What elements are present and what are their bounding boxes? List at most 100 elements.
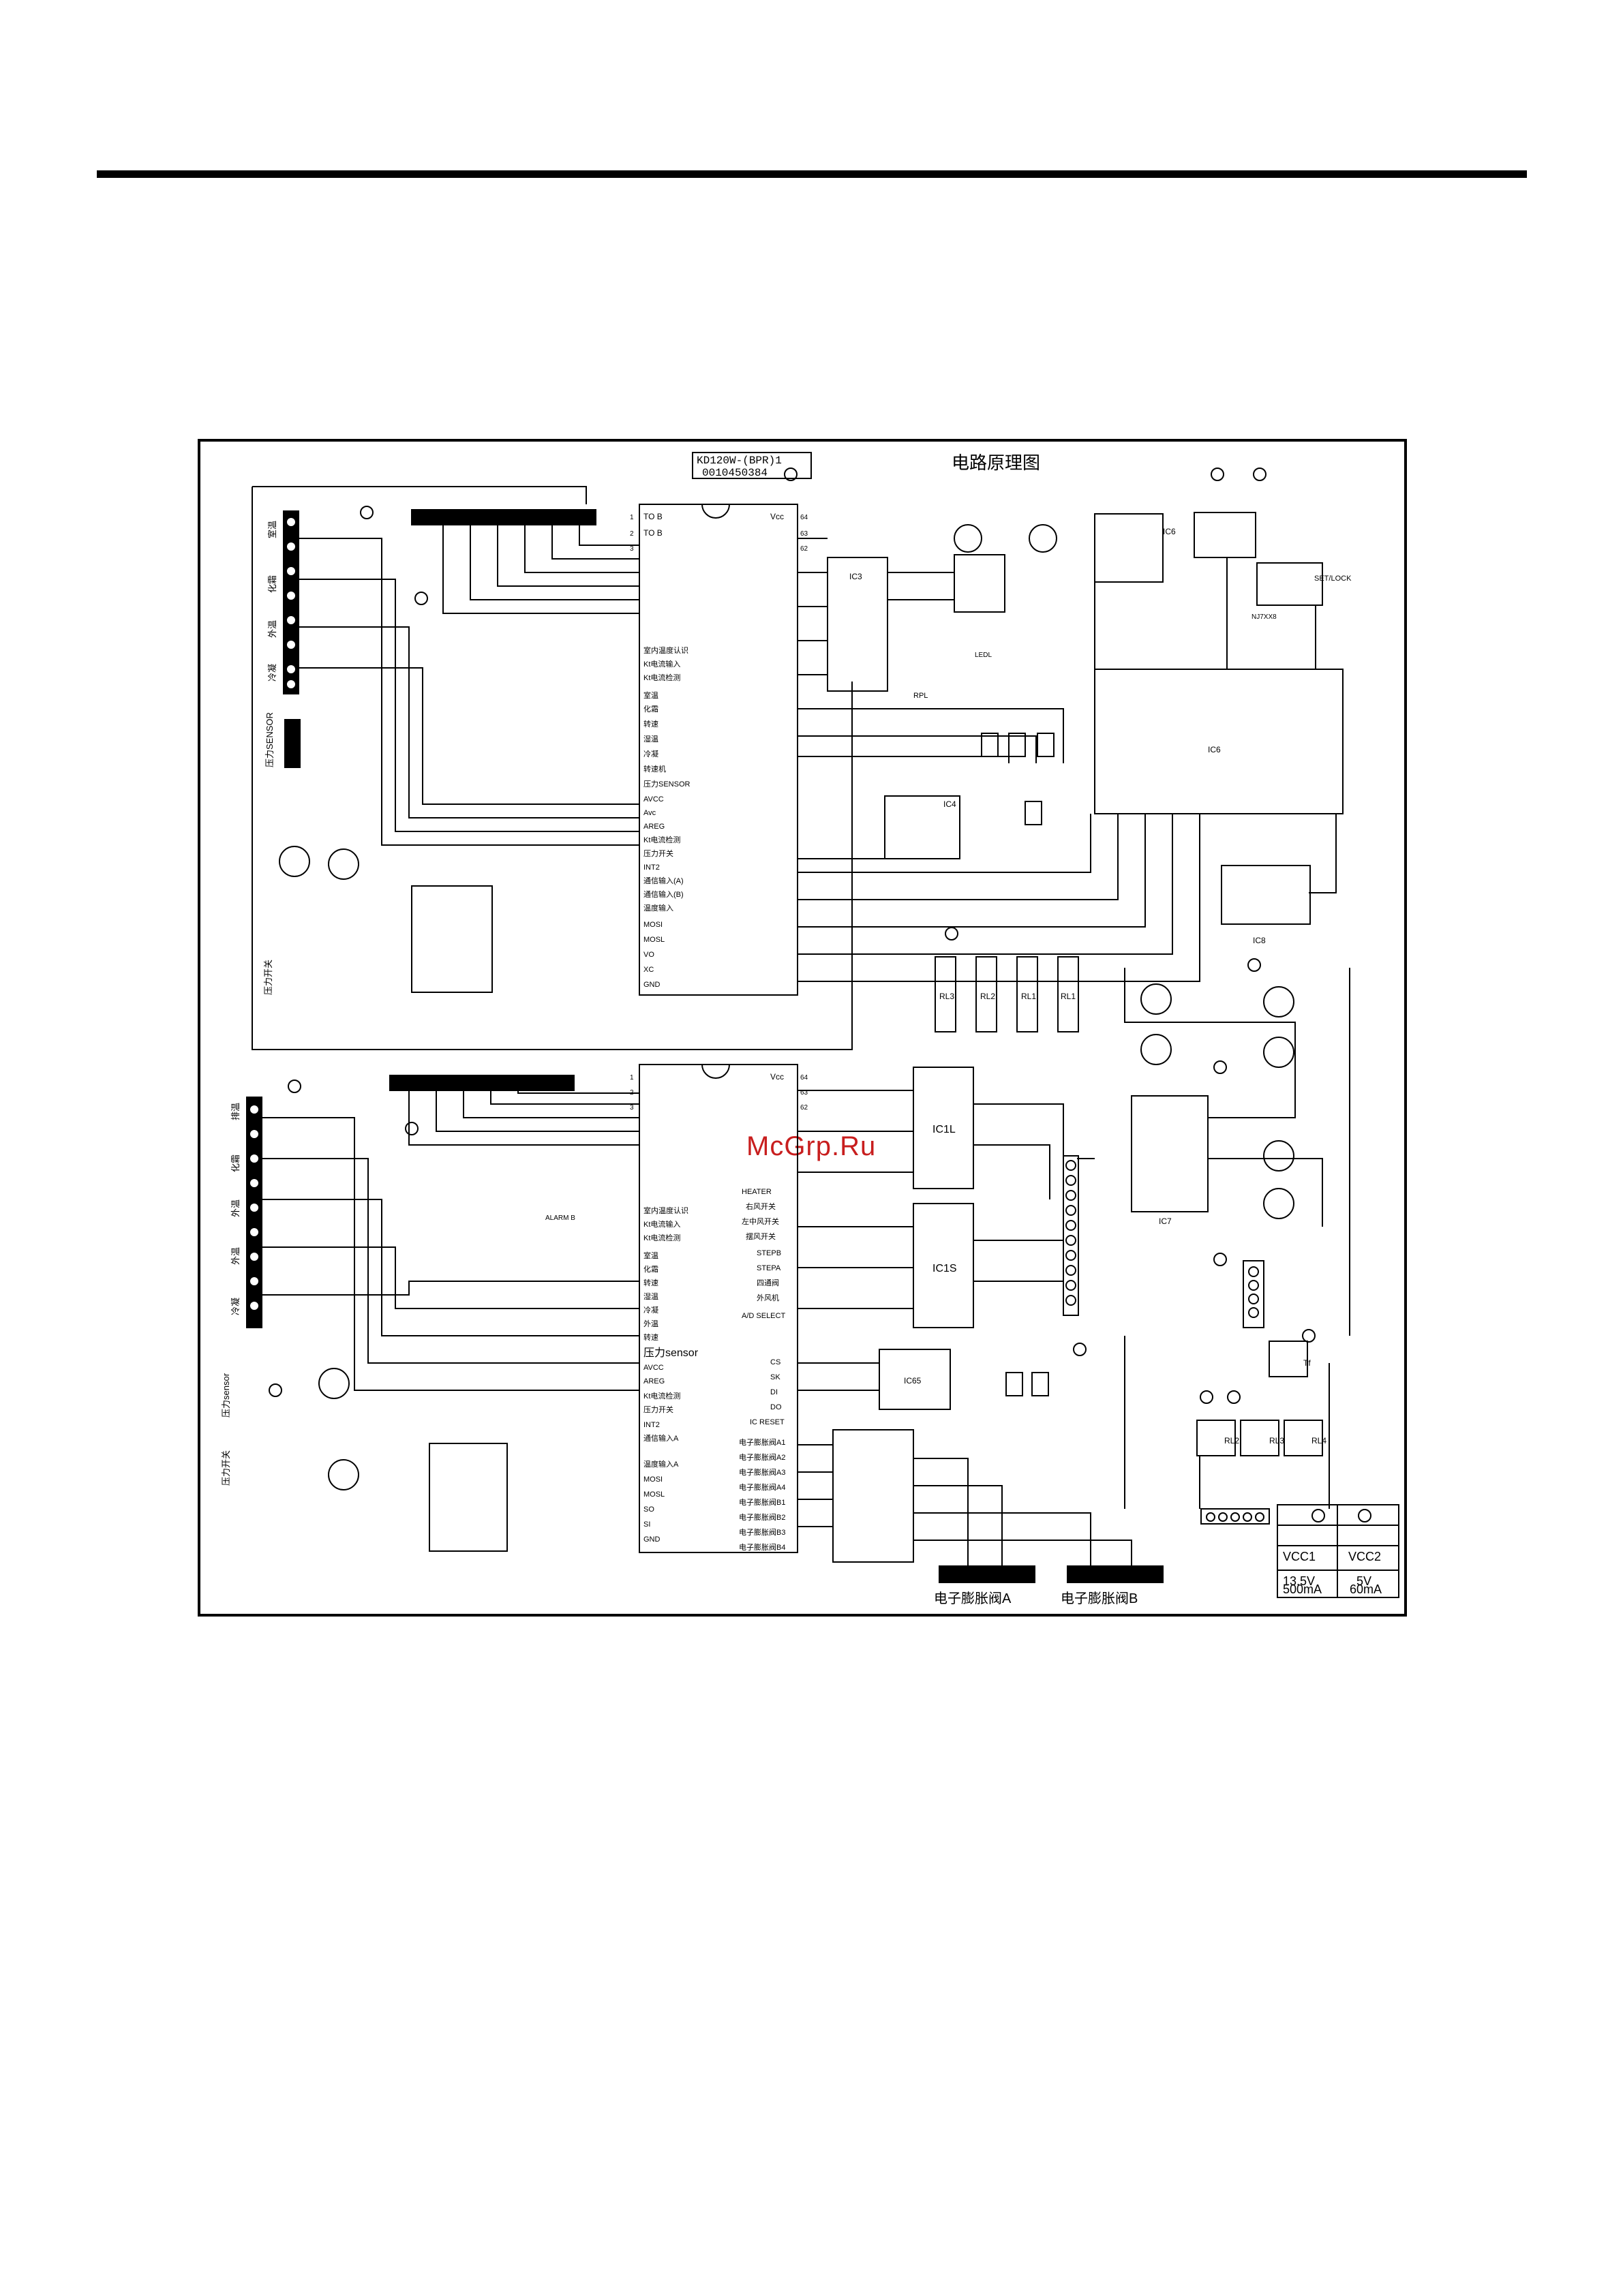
mcu-top-label: Kt电流输入: [643, 659, 680, 669]
mcu-bottom-label: 室内温度认识: [643, 1206, 688, 1215]
svg-text:2: 2: [630, 1089, 634, 1097]
mcu-top-label: XC: [643, 966, 654, 974]
ic8-label: IC8: [1253, 936, 1266, 945]
mcu-bottom-label: 转速: [643, 1278, 658, 1287]
mcu-bottom-right-label: 电子膨胀阀A2: [739, 1452, 785, 1462]
mcu-bottom-right-label: 电子膨胀阀B3: [739, 1527, 785, 1537]
mcu-top-label: AREG: [643, 823, 665, 831]
mcu-bottom-right-label: 电子膨胀阀A1: [739, 1437, 785, 1447]
ic4-label: IC4: [943, 799, 956, 809]
mcu-bottom-label: 温度输入A: [643, 1459, 679, 1469]
valve-b-label: 电子膨胀阀B: [1061, 1591, 1138, 1606]
mcu-bottom-label: 冷凝: [643, 1305, 658, 1315]
relay-label: RL2: [1224, 1436, 1239, 1445]
mcu-bottom-label: 外温: [643, 1319, 658, 1328]
mcu-top-label: GND: [643, 981, 661, 989]
left-side-labels: 压力SENSOR 压力开关 压力sensor 压力开关: [221, 712, 275, 1486]
mcu-bottom-label: GND: [643, 1535, 661, 1544]
mcu-top-label: 温度输入: [643, 903, 673, 913]
mcu-bottom-right-label: STEPA: [757, 1264, 781, 1272]
mcu-top-vcc: Vcc: [770, 512, 784, 521]
svg-text:62: 62: [800, 1104, 808, 1112]
alarm-label: ALARM B: [545, 1214, 575, 1222]
ic7-box: [1131, 1095, 1209, 1212]
ic65-box: [879, 1349, 951, 1410]
mcu-bottom-label: 压力开关: [643, 1405, 673, 1414]
ic6-box: [1094, 669, 1344, 814]
mcu-bottom-right-labels: HEATER 右风开关 左中风开关 摆风开关 STEPB STEPA 四通阀 外…: [739, 1188, 785, 1552]
left-ic-bottom: [429, 1443, 508, 1552]
mcu-bottom-label: MOSL: [643, 1490, 665, 1499]
mcu-bottom-label: INT2: [643, 1421, 660, 1429]
mcu-bottom-label: AVCC: [643, 1364, 664, 1372]
nj-label: NJ7XX8: [1252, 613, 1277, 621]
connector-label: 外温: [267, 620, 277, 638]
mcu-bottom: [639, 1064, 798, 1553]
mcu-top-label: 通信输入(A): [643, 876, 684, 885]
connector-label: 外温: [230, 1199, 241, 1217]
set-lock-label: SET/LOCK: [1314, 575, 1352, 583]
mcu-bottom-right-label: 四通阀: [757, 1278, 779, 1287]
side-label: 压力SENSOR: [264, 712, 275, 767]
mcu-top-label: 压力开关: [643, 848, 673, 858]
ic3-label: IC3: [849, 572, 862, 581]
left-ic-top: [411, 885, 493, 993]
relay-label: RL1: [1061, 992, 1076, 1001]
svg-text:1: 1: [630, 514, 634, 521]
mcu-bottom-label: 转速: [643, 1332, 658, 1342]
connector-label: 冷凝: [267, 664, 277, 682]
mcu-bottom-right-label: SK: [770, 1373, 780, 1381]
mcu-top-label: 冷凝: [643, 749, 658, 759]
mcu-bottom-label: 湿温: [643, 1292, 658, 1301]
power-table-cell: 60mA: [1350, 1582, 1382, 1596]
mcu-bottom-label: Kt电流检测: [643, 1233, 680, 1242]
mcu-bottom-right-label: 右风开关: [746, 1201, 776, 1211]
top-rule: [97, 170, 1527, 178]
mcu-top-label: 转速机: [643, 764, 666, 774]
mcu-bottom-label: AREG: [643, 1377, 665, 1386]
mcu-top-pin-label: TO B: [643, 528, 663, 538]
mcu-bottom-vcc: Vcc: [770, 1072, 784, 1082]
mcu-bottom-label: 室温: [643, 1251, 658, 1260]
mcu-bottom-label: Kt电流输入: [643, 1219, 680, 1229]
mcu-bottom-right-label: STEPB: [757, 1249, 781, 1257]
mcu-bottom-right-label: 电子膨胀阀B2: [739, 1512, 785, 1522]
mcu-bottom-right-label: IC RESET: [750, 1418, 785, 1426]
mcu-bottom-right-label: 电子膨胀阀A3: [739, 1467, 785, 1477]
part-number-text: 0010450384: [702, 467, 768, 479]
mcu-bottom-right-label: 外风机: [757, 1293, 779, 1302]
power-table-cell: 5V: [1356, 1574, 1371, 1588]
ic7-label: IC7: [1159, 1216, 1172, 1226]
mcu-top-label: MOSL: [643, 936, 665, 944]
svg-text:1: 1: [630, 1074, 634, 1082]
mcu-top-label: VO: [643, 951, 654, 959]
connector-label: 化霜: [267, 575, 277, 593]
svg-text:63: 63: [800, 530, 808, 538]
svg-text:62: 62: [800, 545, 808, 553]
connector-label: 冷凝: [230, 1298, 241, 1315]
mcu-bottom-right-label: 电子膨胀阀A4: [739, 1482, 785, 1492]
mcu-top-label: 化霜: [643, 704, 658, 714]
relay-label: RL3: [939, 992, 954, 1001]
mcu-bottom-labels: 室内温度认识 Kt电流输入 Kt电流检测 室温 化霜 转速 湿温 冷凝 外温 转…: [643, 1206, 699, 1544]
connector-label: 外温: [230, 1247, 241, 1265]
mcu-bottom-label: 通信输入A: [643, 1433, 679, 1443]
ic6-label: IC6: [1208, 745, 1221, 754]
svg-text:3: 3: [630, 545, 634, 553]
mcu-bottom-label: SI: [643, 1520, 650, 1529]
mcu-bottom-label: 化霜: [643, 1264, 658, 1274]
left-connector-labels-bottom: 排温 化霜 外温 外温 冷凝: [230, 1103, 241, 1315]
ic65-label: IC65: [904, 1376, 922, 1386]
valve-a-label: 电子膨胀阀A: [934, 1591, 1012, 1606]
model-text: KD120W-(BPR)1: [697, 455, 782, 467]
relay-label: RL1: [1021, 992, 1036, 1001]
svg-text:63: 63: [800, 1089, 808, 1097]
power-table-cell: 500mA: [1283, 1582, 1322, 1596]
mcu-top-label: 湿温: [643, 735, 658, 744]
mcu-top-label: 室温: [643, 690, 658, 700]
rpl-label: RPL: [913, 692, 928, 700]
mcu-top-label: Kt电流检测: [643, 673, 680, 682]
mcu-bottom-right-label: A/D SELECT: [742, 1312, 785, 1320]
ic1s-label: IC1S: [932, 1263, 957, 1274]
